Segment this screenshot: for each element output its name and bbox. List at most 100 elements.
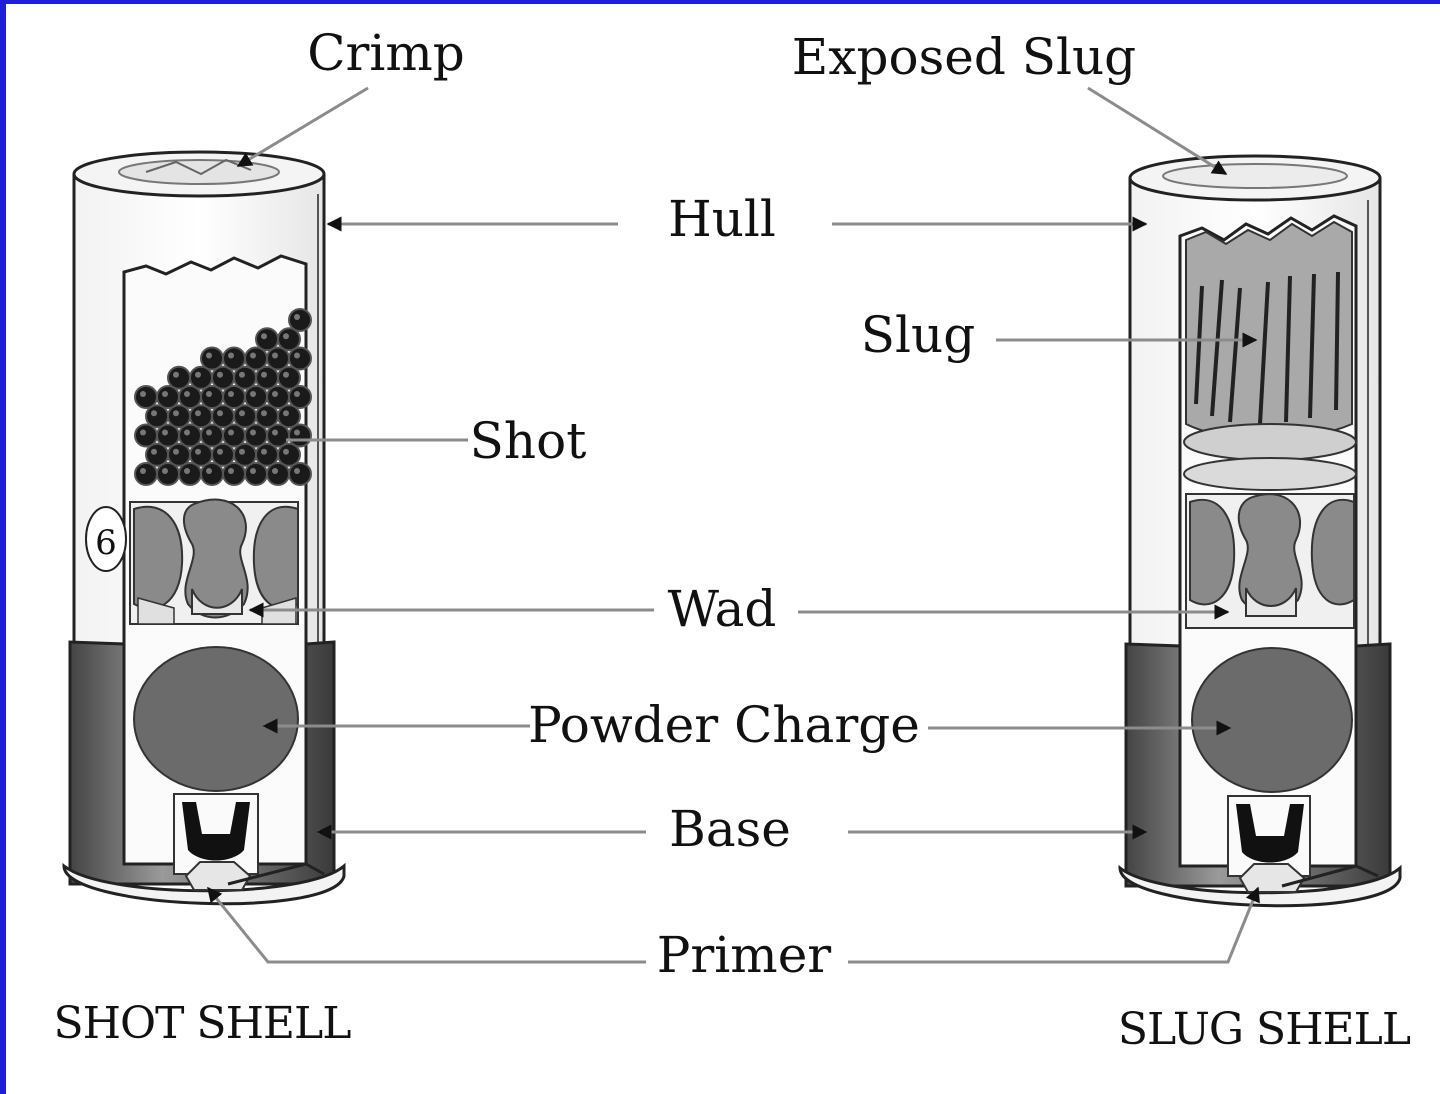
shot-pellet [178, 385, 202, 409]
shot-pellet-highlight [173, 410, 179, 417]
shot-pellet-highlight [250, 391, 256, 397]
shot-pellet [244, 385, 268, 409]
caption-slug-shell: SLUG SHELL [1118, 1004, 1411, 1055]
shot-pellet [167, 442, 191, 467]
shot-pellet-highlight [195, 371, 201, 378]
shot-pellet [145, 442, 169, 467]
shot-shell-powder [133, 646, 299, 792]
shot-pellet [288, 385, 312, 409]
shot-pellet [288, 462, 312, 486]
shot-pellet-highlight [294, 314, 300, 320]
label-wad: Wad [668, 580, 777, 638]
shot-pellet [244, 346, 268, 371]
shot-pellet [156, 462, 180, 486]
shot-pellet [200, 385, 224, 409]
shot-pellet [200, 423, 224, 448]
label-powder-charge: Powder Charge [528, 696, 920, 754]
shot-pellet-highlight [162, 429, 168, 436]
shot-pellet [178, 423, 202, 448]
slug-shell-base [1124, 642, 1392, 888]
shot-pellet [211, 365, 235, 390]
label-base: Base [669, 800, 791, 858]
shot-pellet-highlight [151, 410, 157, 417]
shot-size-badge [85, 506, 127, 572]
shot-pellet-highlight [228, 429, 234, 436]
shot-pellet [211, 404, 235, 429]
shot-pellet [255, 365, 279, 390]
shot-pellet-highlight [239, 410, 245, 417]
shot-pellet-highlight [239, 371, 245, 378]
shot-pellet-highlight [239, 448, 245, 455]
caption-shot-shell: SHOT SHELL [54, 998, 352, 1049]
shot-pellet-highlight [272, 429, 278, 436]
shot-pellet [178, 462, 202, 486]
shot-pellet-highlight [184, 468, 190, 474]
label-slug: Slug [861, 306, 975, 364]
shot-pellet-highlight [261, 371, 267, 378]
shot-pellet-highlight [294, 391, 300, 397]
shot-pellet-highlight [140, 391, 146, 397]
shot-pellet-highlight [184, 429, 190, 436]
shot-pellet-highlight [162, 391, 168, 397]
shot-pellet [266, 385, 290, 409]
shot-pellet-highlight [140, 429, 146, 436]
shot-pellet-highlight [250, 352, 256, 359]
shot-pellet [222, 423, 246, 448]
shot-pellet [189, 404, 213, 429]
slug-shell-powder [1191, 647, 1353, 793]
shot-pellet [156, 385, 180, 409]
shot-pellet-highlight [217, 448, 223, 455]
shot-pellet-highlight [283, 333, 289, 340]
shot-pellet-highlight [283, 371, 289, 378]
label-crimp: Crimp [307, 24, 465, 82]
shot-pellet [222, 385, 246, 409]
shot-pellet [244, 462, 268, 486]
slug-shell [1118, 154, 1402, 908]
shot-shell: 6 [62, 150, 346, 906]
shot-pellet [244, 423, 268, 448]
shot-pellet [200, 346, 224, 371]
shot-pellet [211, 442, 235, 467]
shot-pellet [288, 346, 312, 371]
shot-pellet-highlight [272, 391, 278, 397]
shot-pellet-highlight [140, 468, 146, 474]
shot-pellet [233, 404, 257, 429]
shot-pellet-highlight [151, 448, 157, 455]
shot-pellet-highlight [272, 352, 278, 359]
shot-pellet [288, 423, 312, 448]
shot-pellet [255, 442, 279, 467]
shot-pellet [277, 404, 301, 429]
shot-pellet-highlight [206, 468, 212, 474]
shot-pellet [255, 327, 279, 352]
shot-pellet-highlight [206, 352, 212, 359]
shot-shell-rim [62, 862, 346, 906]
shot-pellet-highlight [206, 429, 212, 436]
shot-pellet [134, 385, 158, 409]
shot-pellet [189, 442, 213, 467]
shot-pellet-highlight [261, 448, 267, 455]
shot-size-marking: 6 [95, 523, 117, 563]
label-shot: Shot [470, 412, 587, 470]
slug-rifling [1194, 271, 1340, 425]
shot-shell-primer [173, 793, 259, 891]
shot-pellet-highlight [184, 391, 190, 397]
shot-pellet [266, 346, 290, 371]
shot-pellet-highlight [195, 410, 201, 417]
shot-pellet [134, 423, 158, 448]
shot-pellet-highlight [228, 391, 234, 397]
shot-pellet-highlight [228, 468, 234, 474]
shot-pellet [222, 346, 246, 371]
shot-pellets [134, 308, 312, 486]
shot-pellet-highlight [217, 371, 223, 378]
shot-pellet-highlight [294, 352, 300, 359]
shot-pellet-highlight [250, 429, 256, 436]
shot-pellet-highlight [173, 371, 179, 378]
shot-pellet-highlight [283, 410, 289, 417]
slug-shell-rim [1118, 864, 1402, 908]
shot-pellet-highlight [162, 468, 168, 474]
shot-pellet-highlight [272, 468, 278, 474]
shot-pellet [156, 423, 180, 448]
shell-diagram: 6 [54, 24, 1412, 1055]
shot-shell-wad [129, 498, 299, 625]
shot-pellet [288, 308, 312, 332]
